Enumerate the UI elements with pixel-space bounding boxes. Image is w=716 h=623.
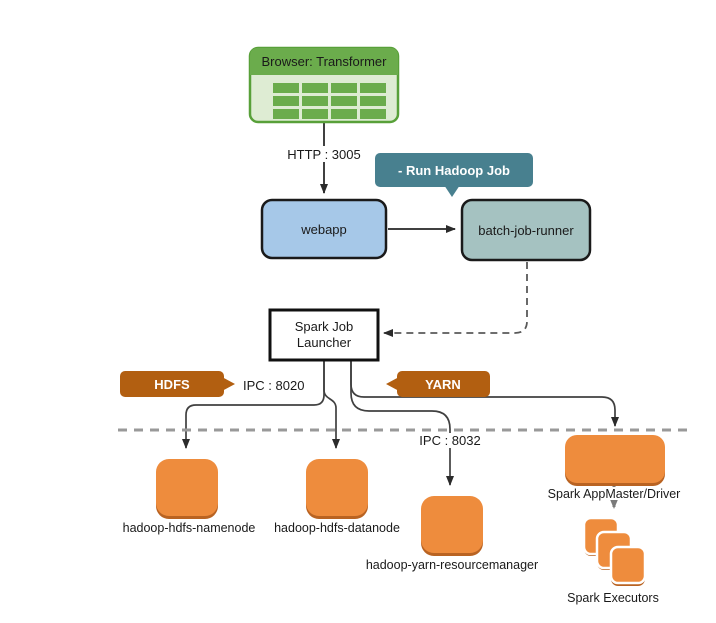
- hdfs-badge-label: HDFS: [154, 377, 190, 392]
- yarn-badge-tail: [386, 377, 399, 391]
- ipc-8032-label: IPC : 8032: [419, 433, 480, 448]
- spark-job-launcher-box: [268, 308, 380, 362]
- namenode-node: hadoop-hdfs-namenode: [123, 459, 256, 535]
- edge-launcher-to-namenode: [182, 361, 325, 449]
- ipc-8032-edge-label: IPC : 8032: [419, 433, 481, 448]
- callout-label: - Run Hadoop Job: [398, 163, 510, 178]
- yarn-badge-shape: [397, 371, 490, 397]
- batch-job-runner-node: batch-job-runner: [460, 198, 592, 262]
- executor-box-front: [609, 545, 647, 585]
- hdfs-badge-shape: [120, 371, 224, 397]
- callout-tail: [444, 185, 460, 197]
- grid-cell: [360, 83, 386, 93]
- namenode-box: [156, 459, 218, 516]
- batch-job-runner-label: batch-job-runner: [478, 223, 574, 238]
- edge-launcher-to-datanode: [323, 361, 340, 449]
- grid-cell: [302, 109, 328, 119]
- hdfs-badge: HDFS: [120, 371, 235, 397]
- yarn-badge: YARN: [386, 371, 490, 397]
- label-bg: [546, 487, 684, 500]
- grid-cell: [331, 109, 357, 119]
- http-label: HTTP : 3005: [287, 147, 360, 162]
- browser-grid: [273, 83, 386, 119]
- label-bg: [421, 433, 479, 448]
- webapp-box: [260, 198, 388, 260]
- spark-job-launcher-node: Spark Job Launcher: [268, 308, 380, 362]
- browser-header: [250, 48, 398, 75]
- resourcemanager-box: [421, 496, 483, 553]
- hdfs-badge-tail: [222, 377, 235, 391]
- run-hadoop-job-callout: - Run Hadoop Job: [375, 153, 533, 197]
- grid-cell: [273, 96, 299, 106]
- datanode-label: hadoop-hdfs-datanode: [274, 521, 400, 535]
- grid-cell: [360, 109, 386, 119]
- grid-cell: [302, 96, 328, 106]
- spark-job-launcher-label-line2: Launcher: [297, 335, 352, 350]
- datanode-node: hadoop-hdfs-datanode: [274, 459, 400, 535]
- label-bg: [286, 146, 362, 162]
- browser-title: Browser: Transformer: [262, 54, 388, 69]
- resourcemanager-node: hadoop-yarn-resourcemanager: [366, 496, 538, 572]
- callout-bubble: [375, 153, 533, 187]
- edge-launcher-to-resourcemanager: [350, 361, 454, 486]
- datanode-box: [306, 459, 368, 516]
- http-edge-label: HTTP : 3005: [286, 146, 362, 162]
- namenode-label: hadoop-hdfs-namenode: [123, 521, 256, 535]
- grid-cell: [273, 83, 299, 93]
- batch-job-runner-box: [460, 198, 592, 262]
- webapp-node: webapp: [260, 198, 388, 260]
- webapp-label: webapp: [300, 222, 347, 237]
- executors-label: Spark Executors: [567, 591, 659, 605]
- ipc-8020-label: IPC : 8020: [243, 378, 304, 393]
- grid-cell: [331, 83, 357, 93]
- executors-stack: Spark Executors: [567, 516, 659, 605]
- appmaster-label: Spark AppMaster/Driver: [548, 487, 681, 501]
- browser-node: Browser: Transformer: [248, 46, 400, 124]
- grid-cell: [273, 109, 299, 119]
- appmaster-box: [565, 435, 665, 483]
- edge-batch-to-launcher-dashed: [383, 262, 528, 337]
- grid-cell: [302, 83, 328, 93]
- spark-job-launcher-label-line1: Spark Job: [295, 319, 354, 334]
- appmaster-node: Spark AppMaster/Driver: [546, 435, 684, 501]
- resourcemanager-label: hadoop-yarn-resourcemanager: [366, 558, 538, 572]
- yarn-badge-label: YARN: [425, 377, 461, 392]
- grid-cell: [331, 96, 357, 106]
- grid-cell: [360, 96, 386, 106]
